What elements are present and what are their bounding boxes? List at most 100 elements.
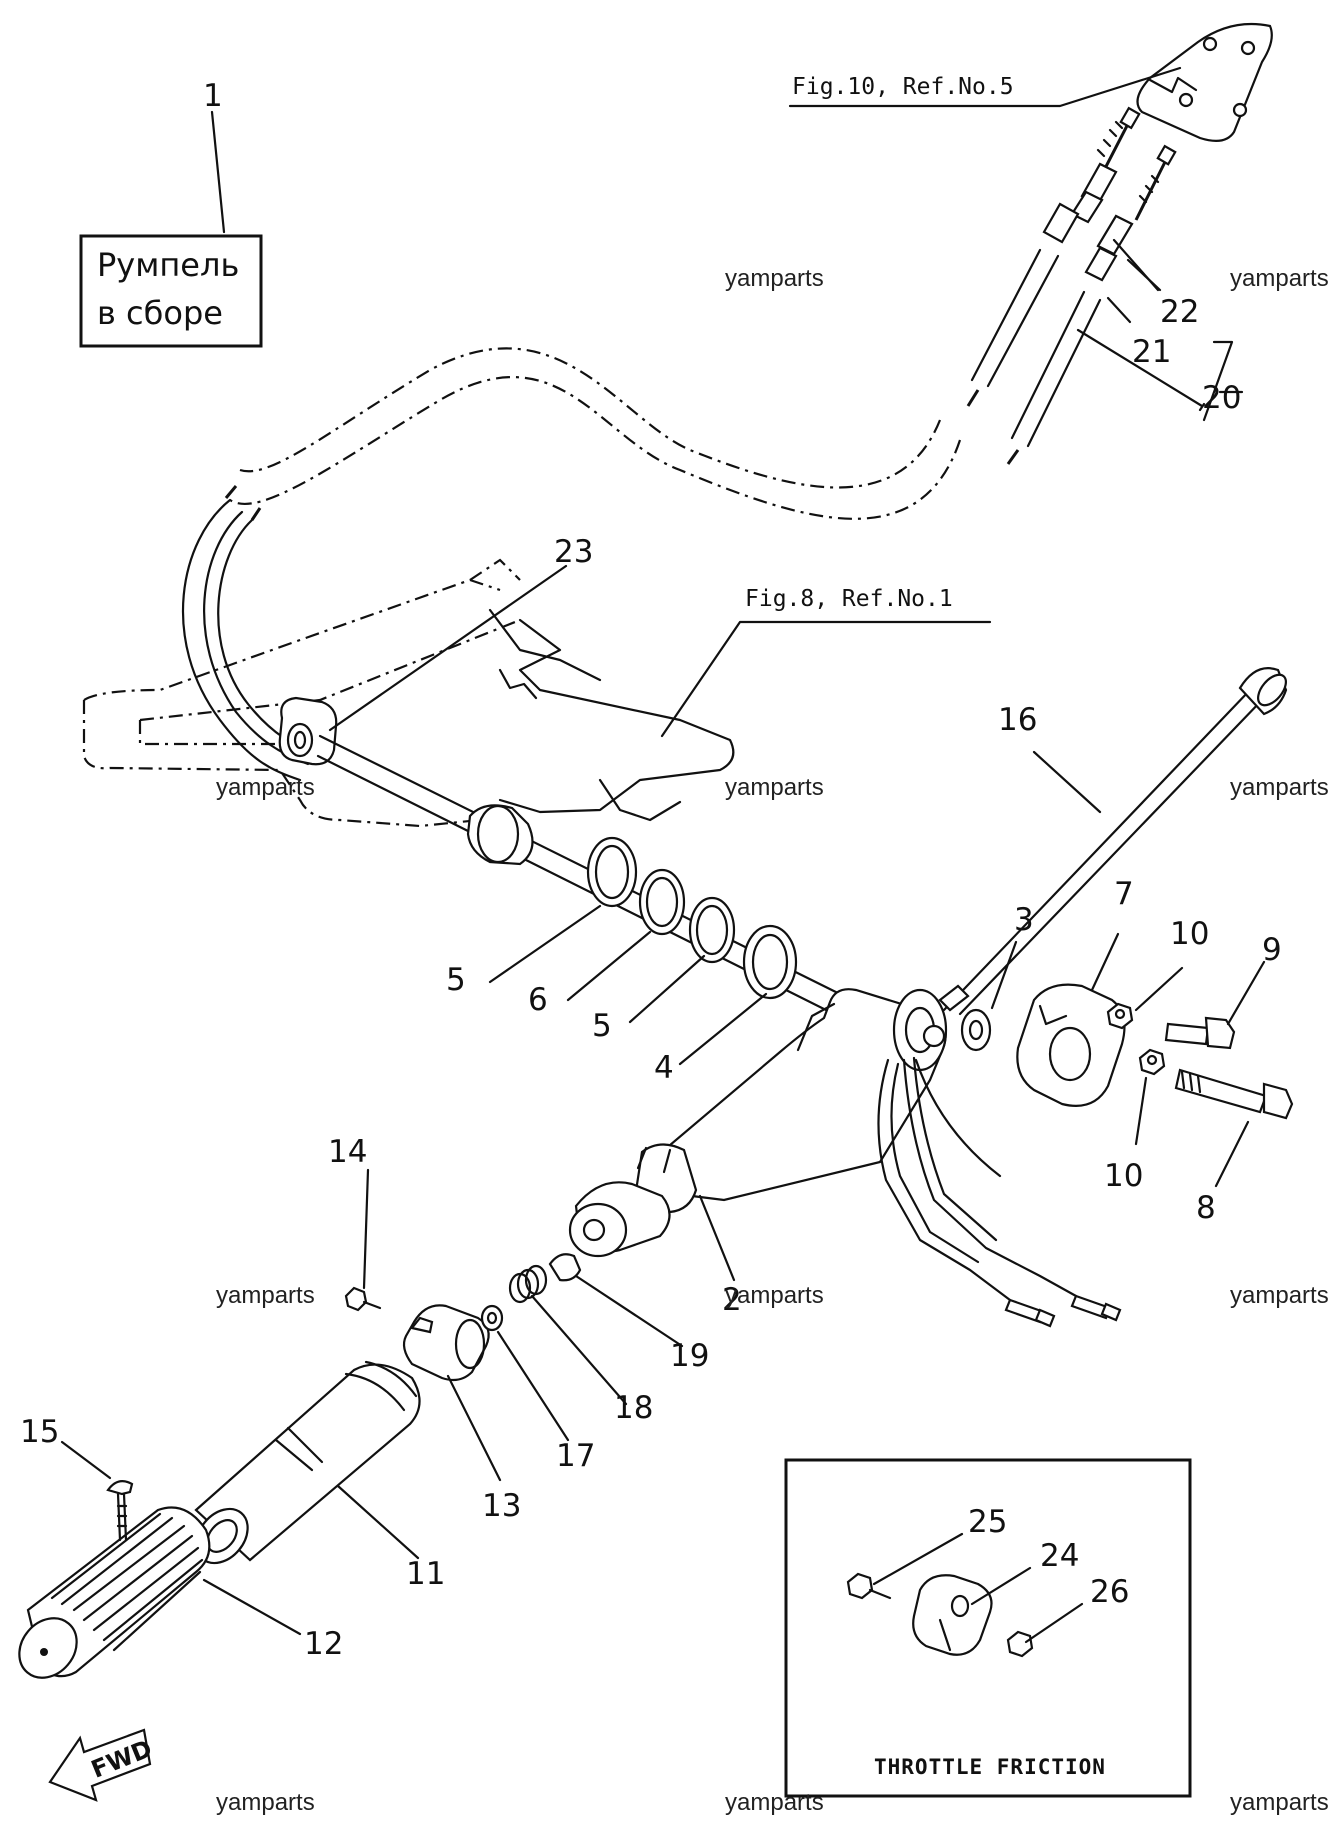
watermark-5: yamparts <box>1230 774 1329 801</box>
part-label-4: 4 <box>654 1050 674 1086</box>
leader-24 <box>970 1566 1032 1606</box>
part-label-1: 1 <box>203 78 223 114</box>
part-label-10b: 10 <box>1104 1158 1143 1194</box>
cable-clamp-23 <box>278 696 338 766</box>
throttle-rod-16 <box>938 667 1288 1016</box>
part-label-17: 17 <box>556 1438 595 1474</box>
leader-fig10 <box>788 66 1182 108</box>
part-label-9: 9 <box>1262 932 1282 968</box>
leader-17 <box>496 1330 570 1442</box>
leader-18 <box>530 1294 628 1406</box>
leader-2 <box>698 1194 736 1282</box>
leader-line-1 <box>210 110 226 234</box>
reference-fig8: Fig.8, Ref.No.1 <box>745 586 953 612</box>
watermark-3: yamparts <box>216 774 315 801</box>
part-label-26: 26 <box>1090 1574 1129 1610</box>
watermarks: yamparts yamparts yamparts yamparts yamp… <box>216 265 1329 1816</box>
leader-6 <box>566 930 652 1002</box>
leader-13 <box>446 1374 502 1482</box>
leader-22b <box>1126 258 1162 292</box>
leader-25 <box>872 1532 964 1586</box>
leader-20-bracket <box>1198 340 1234 422</box>
part-label-7: 7 <box>1114 876 1134 912</box>
watermark-8: yamparts <box>1230 1282 1329 1309</box>
leader-5a <box>488 904 602 984</box>
cable-loop <box>181 347 962 782</box>
leader-19 <box>574 1274 684 1348</box>
throttle-cable-upper <box>966 106 1177 465</box>
part-label-5b: 5 <box>592 1008 612 1044</box>
part-label-8: 8 <box>1196 1190 1216 1226</box>
leader-11 <box>336 1484 420 1560</box>
part-label-20: 20 <box>1202 380 1241 416</box>
part-label-10a: 10 <box>1170 916 1209 952</box>
tiller-shaft-assembly <box>316 734 862 1024</box>
leader-9 <box>1226 960 1266 1026</box>
leader-21 <box>1106 296 1132 324</box>
callout-line-2: в сборе <box>97 294 223 332</box>
screw-14 <box>344 1286 382 1312</box>
leader-20a <box>1076 328 1204 408</box>
tiller-handle-body <box>568 988 948 1258</box>
part-label-24: 24 <box>1040 1538 1079 1574</box>
callout-line-1: Румпель <box>97 246 239 284</box>
part-label-6: 6 <box>528 982 548 1018</box>
leader-fig8 <box>660 620 992 738</box>
leader-26 <box>1024 1602 1084 1644</box>
part-label-18: 18 <box>614 1390 653 1426</box>
washer-3 <box>960 1008 992 1052</box>
part-label-23: 23 <box>554 534 593 570</box>
part-label-3: 3 <box>1014 902 1034 938</box>
part-label-15: 15 <box>20 1414 59 1450</box>
part-label-5a: 5 <box>446 962 466 998</box>
spring-18 <box>508 1264 548 1304</box>
reference-fig10: Fig.10, Ref.No.5 <box>792 74 1014 100</box>
clip-19 <box>548 1253 582 1282</box>
rubber-grip-12 <box>18 1506 211 1679</box>
leader-8 <box>1214 1120 1250 1188</box>
leader-23 <box>328 564 568 732</box>
assembly-callout-box: Румпель в сборе <box>79 234 263 348</box>
throttle-grip-11 <box>194 1360 421 1565</box>
leader-10a <box>1134 966 1184 1012</box>
fwd-arrow: FWD <box>48 1728 156 1802</box>
watermark-6: yamparts <box>216 1282 315 1309</box>
bottom-cowling-outline <box>82 558 735 828</box>
leader-7 <box>1090 932 1120 992</box>
watermark-2: yamparts <box>1230 265 1329 292</box>
bolt-8 <box>1174 1068 1294 1120</box>
part-label-21: 21 <box>1132 334 1171 370</box>
collar-13 <box>402 1304 490 1382</box>
part-label-13: 13 <box>482 1488 521 1524</box>
watermark-7: yamparts <box>725 1282 824 1309</box>
part-label-19: 19 <box>670 1338 709 1374</box>
part-label-22: 22 <box>1160 294 1199 330</box>
leader-10b <box>1134 1076 1148 1146</box>
part-label-25: 25 <box>968 1504 1007 1540</box>
watermark-9: yamparts <box>216 1789 315 1816</box>
part-label-16: 16 <box>998 702 1037 738</box>
leader-3 <box>990 940 1018 1010</box>
watermark-1: yamparts <box>725 265 824 292</box>
throttle-cables-lower <box>877 1056 1122 1328</box>
part-label-11: 11 <box>406 1556 445 1592</box>
throttle-friction-inset: THROTTLE FRICTION <box>784 1458 1192 1798</box>
nut-10a <box>1106 1002 1134 1030</box>
leader-14 <box>362 1168 370 1290</box>
part-number-labels: 1 2 3 4 5 5 6 7 8 9 10 10 11 12 13 14 15… <box>20 78 1282 1662</box>
leader-15 <box>60 1440 112 1480</box>
part-label-12: 12 <box>304 1626 343 1662</box>
leader-4 <box>678 992 768 1066</box>
bolt-9 <box>1164 1016 1236 1050</box>
friction-cover-7 <box>1016 983 1126 1107</box>
nut-10b <box>1138 1048 1166 1076</box>
part-label-2: 2 <box>722 1282 742 1318</box>
watermark-11: yamparts <box>1230 1789 1329 1816</box>
washer-17 <box>480 1304 504 1332</box>
part-label-14: 14 <box>328 1134 367 1170</box>
leader-12 <box>202 1578 302 1636</box>
leader-16 <box>1032 750 1102 814</box>
watermark-10: yamparts <box>725 1789 824 1816</box>
inset-title: THROTTLE FRICTION <box>874 1755 1106 1779</box>
